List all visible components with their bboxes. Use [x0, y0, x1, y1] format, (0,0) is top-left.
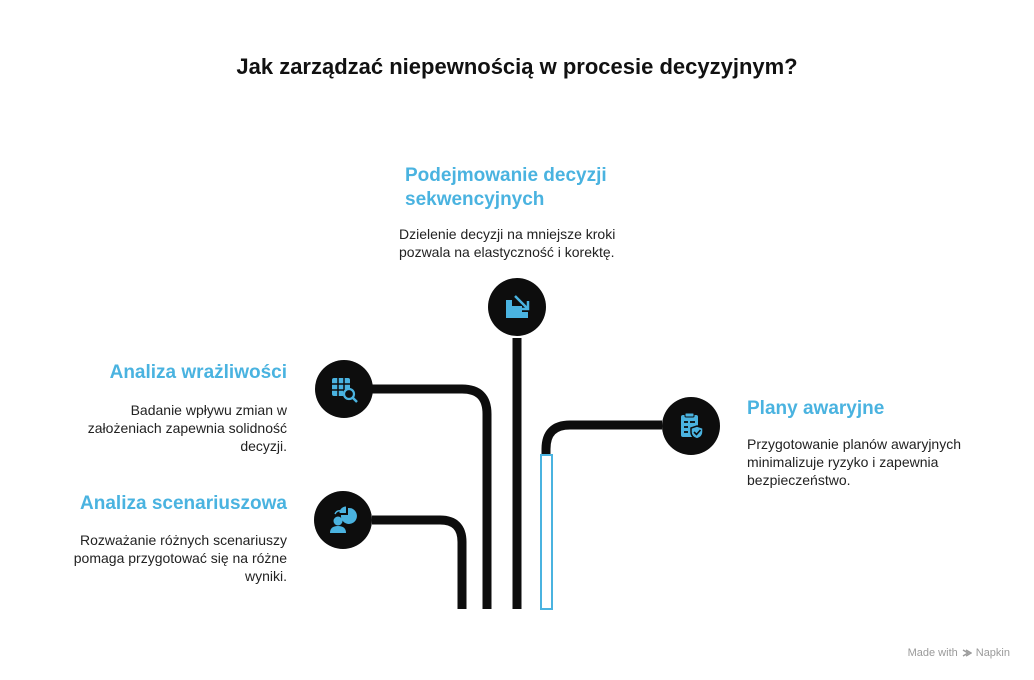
table-search-icon: [332, 378, 358, 403]
connector-sensitivity: [372, 384, 492, 609]
desc-scenario-analysis: Rozważanie różnych scenariuszy pomaga pr…: [73, 532, 287, 584]
page-title: Jak zarządzać niepewnością w procesie de…: [236, 54, 798, 79]
connector-contingency-highlight: [540, 454, 553, 610]
heading-contingency-plans: Plany awaryjne: [747, 398, 885, 419]
person-chart-icon: [330, 506, 357, 533]
desc-sensitivity-analysis: Badanie wpływu zmian w założeniach zapew…: [87, 402, 287, 454]
made-with-label: Made with: [907, 647, 958, 659]
desc-contingency-plans: Przygotowanie planów awaryjnych minimali…: [747, 436, 961, 488]
napkin-logo-icon: [962, 649, 972, 657]
icon-circle-scenario: [314, 491, 372, 549]
connector-scenario: [372, 515, 467, 609]
desc-sequential-decisions: Dzielenie decyzji na mniejsze kroki pozw…: [399, 226, 616, 260]
connector-contingency: [541, 420, 662, 455]
icon-circle-contingency: [662, 397, 720, 455]
heading-scenario-analysis: Analiza scenariuszowa: [80, 493, 287, 514]
clipboard-shield-icon: [681, 412, 704, 440]
heading-sequential-decisions: Podejmowanie decyzji sekwencyjnych: [405, 165, 607, 210]
made-with-napkin: Made with Napkin: [908, 647, 1010, 659]
heading-sensitivity-analysis: Analiza wrażliwości: [109, 362, 287, 383]
icon-circle-sensitivity: [315, 360, 373, 418]
stairs-down-arrow-icon: [506, 295, 530, 318]
napkin-brand: Napkin: [975, 647, 1010, 659]
icon-circle-sequential: [488, 278, 546, 336]
